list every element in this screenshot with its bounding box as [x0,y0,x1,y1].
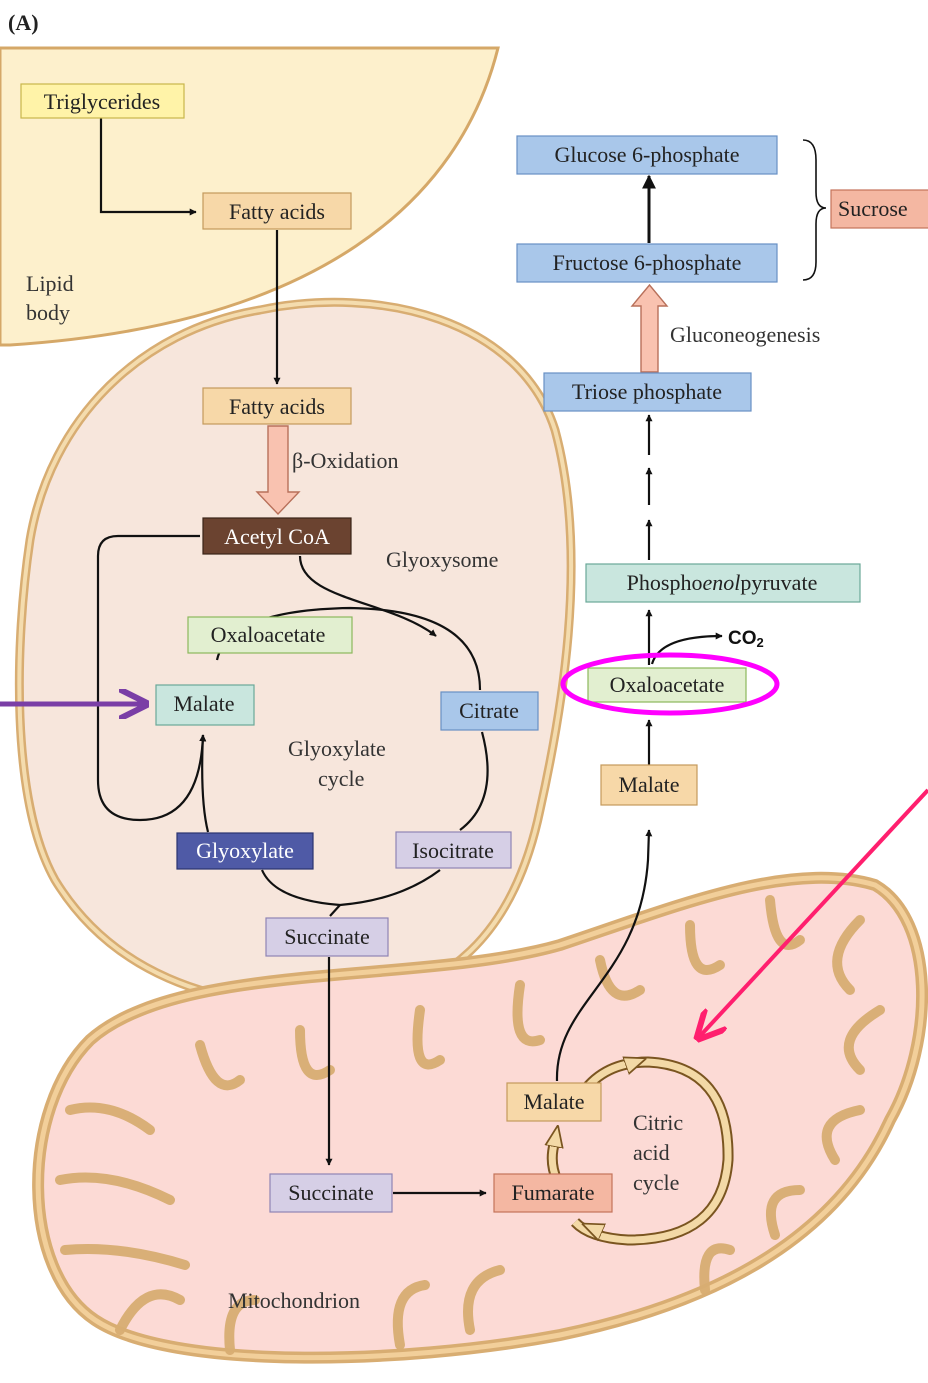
svg-text:Oxaloacetate: Oxaloacetate [610,672,725,697]
svg-text:Sucrose: Sucrose [838,196,908,221]
citric-label-2: acid [633,1140,670,1165]
co2-label: CO2 [728,628,764,650]
svg-text:Phosphoenolpyruvate: Phosphoenolpyruvate [627,570,818,595]
box-phosphoenolpyruvate: Phosphoenolpyruvate [586,564,860,602]
svg-text:Oxaloacetate: Oxaloacetate [211,622,326,647]
glyoxylate-cycle-label-2: cycle [318,766,364,791]
box-citrate: Citrate [441,692,538,730]
box-malate-mitochondrion: Malate [507,1083,601,1121]
svg-text:Succinate: Succinate [288,1180,374,1205]
citric-label-3: cycle [633,1170,679,1195]
citric-label-1: Citric [633,1110,683,1135]
box-isocitrate: Isocitrate [396,832,511,868]
box-triose-phosphate: Triose phosphate [544,373,751,411]
svg-text:Malate: Malate [173,691,234,716]
svg-text:Isocitrate: Isocitrate [412,838,494,863]
svg-text:Glucose 6-phosphate: Glucose 6-phosphate [554,142,739,167]
svg-text:Fumarate: Fumarate [511,1180,594,1205]
svg-text:Fatty acids: Fatty acids [229,199,325,224]
box-oxaloacetate-glyoxysome: Oxaloacetate [188,617,352,653]
box-glucose-6-phosphate: Glucose 6-phosphate [517,136,777,174]
lipid-body-label-2: body [26,300,70,325]
box-fructose-6-phosphate: Fructose 6-phosphate [517,244,777,282]
box-malate-cytosol: Malate [601,765,697,805]
box-fatty-acids-lipid: Fatty acids [203,193,351,229]
lipid-body-label-1: Lipid [26,271,74,296]
svg-text:Glyoxylate: Glyoxylate [196,838,294,863]
svg-text:Acetyl CoA: Acetyl CoA [224,524,330,549]
box-glyoxylate: Glyoxylate [177,833,313,869]
svg-text:Citrate: Citrate [459,698,519,723]
box-sucrose: Sucrose [831,190,928,228]
svg-text:Fructose 6-phosphate: Fructose 6-phosphate [553,250,742,275]
box-acetyl-coa: Acetyl CoA [203,518,351,554]
svg-text:Triglycerides: Triglycerides [44,89,161,114]
arrow-co2-release [652,636,722,664]
mitochondrion-label: Mitochondrion [228,1288,360,1313]
box-fumarate: Fumarate [494,1174,612,1212]
glyoxylate-cycle-label-1: Glyoxylate [288,736,386,761]
box-succinate-glyoxysome: Succinate [266,918,388,956]
box-fatty-acids-glyoxysome: Fatty acids [203,388,351,424]
gluconeogenesis-label: Gluconeogenesis [670,322,820,347]
svg-text:Malate: Malate [523,1089,584,1114]
box-succinate-mitochondrion: Succinate [270,1174,392,1212]
box-oxaloacetate-cytosol: Oxaloacetate [588,668,746,702]
box-triglycerides: Triglycerides [21,84,184,118]
svg-text:Fatty acids: Fatty acids [229,394,325,419]
gluconeogenesis-arrow [632,285,667,372]
svg-text:Succinate: Succinate [284,924,370,949]
sucrose-bracket [803,140,826,280]
box-malate-glyoxysome: Malate [156,685,254,725]
panel-label: (A) [8,10,39,35]
glyoxysome-label: Glyoxysome [386,547,498,572]
svg-text:Malate: Malate [618,772,679,797]
svg-text:Triose phosphate: Triose phosphate [572,379,722,404]
beta-oxidation-label: β-Oxidation [292,448,399,473]
